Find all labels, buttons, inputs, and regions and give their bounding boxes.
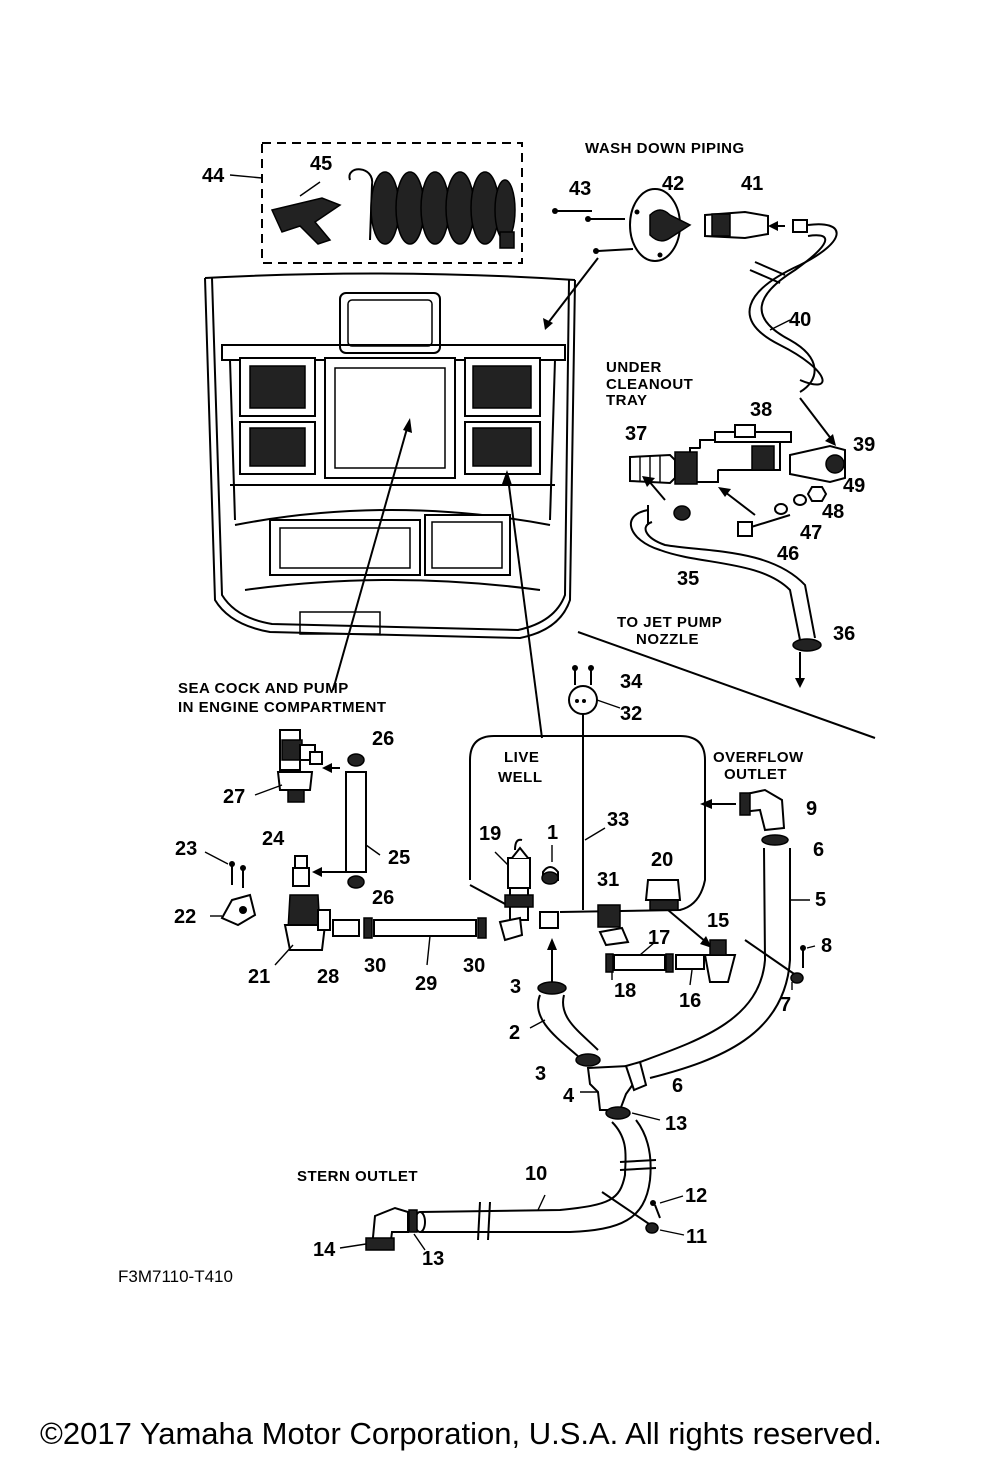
- callout-42: 42: [662, 173, 684, 195]
- under-cleanout-caption-1: UNDER: [606, 359, 662, 376]
- callout-20: 20: [651, 849, 673, 871]
- figure-code: F3M7110-T410: [118, 1267, 233, 1286]
- callout-30: 30: [364, 955, 386, 977]
- callout-24: 24: [262, 828, 285, 850]
- live-well-caption-1: LIVE: [504, 749, 539, 766]
- callout-43: 43: [569, 178, 591, 200]
- callout-15: 15: [707, 910, 729, 932]
- spray-nozzle-icon: [270, 197, 342, 245]
- callout-39: 39: [853, 434, 875, 456]
- sea-cock-caption-1: SEA COCK AND PUMP: [178, 680, 349, 697]
- callout-25: 25: [388, 847, 410, 869]
- callout-13: 13: [422, 1248, 444, 1270]
- jet-pump-caption-1: TO JET PUMP: [617, 614, 722, 631]
- stern-outlet-caption: STERN OUTLET: [297, 1168, 418, 1185]
- overflow-caption-1: OVERFLOW: [713, 749, 804, 766]
- callout-1: 1: [547, 822, 558, 844]
- callout-23: 23: [175, 838, 197, 860]
- callout-16: 16: [679, 990, 701, 1012]
- copyright-notice: ©2017 Yamaha Motor Corporation, U.S.A. A…: [40, 1416, 882, 1451]
- callout-21: 21: [248, 966, 270, 988]
- drain-assembly: [339, 981, 685, 1251]
- callout-46: 46: [777, 543, 799, 565]
- divider-line: [577, 631, 876, 739]
- callout-9: 9: [806, 798, 817, 820]
- callout-45: 45: [310, 153, 332, 175]
- overflow-parts: [639, 788, 816, 1079]
- callout-27: 27: [223, 786, 245, 808]
- callout-29: 29: [415, 973, 437, 995]
- callout-19: 19: [479, 823, 501, 845]
- wash-down-fittings: [552, 188, 808, 262]
- hull-deck-outline: [204, 272, 576, 640]
- callout-2: 2: [509, 1022, 520, 1044]
- callout-48: 48: [822, 501, 844, 523]
- overflow-caption-2: OUTLET: [724, 766, 787, 783]
- callout-28: 28: [317, 966, 339, 988]
- callout-35: 35: [677, 568, 699, 590]
- callout-26: 26: [372, 887, 394, 909]
- callout-12: 12: [685, 1185, 707, 1207]
- wash-down-kit-box: [229, 142, 523, 264]
- callout-49: 49: [843, 475, 865, 497]
- callout-11: 11: [686, 1226, 707, 1248]
- callout-26: 26: [372, 728, 394, 750]
- callout-6: 6: [672, 1075, 683, 1097]
- section-captions: WASH DOWN PIPING UNDER CLEANOUT TRAY TO …: [178, 140, 804, 1185]
- callout-36: 36: [833, 623, 855, 645]
- under-cleanout-caption-2: CLEANOUT: [606, 376, 693, 393]
- live-well-fittings: [494, 838, 737, 986]
- callout-47: 47: [800, 522, 822, 544]
- callout-30: 30: [463, 955, 485, 977]
- callout-14: 14: [313, 1239, 336, 1261]
- part-callouts: 1 2 3 3 4 5 6 6 7 8 9 10 11 12 13 13 14 …: [174, 153, 875, 1270]
- callout-5: 5: [815, 889, 826, 911]
- wash-down-caption: WASH DOWN PIPING: [585, 140, 745, 157]
- coiled-hose-icon: [348, 168, 516, 249]
- jet-pump-caption-2: NOZZLE: [636, 631, 699, 648]
- leader-arrows: [332, 257, 599, 739]
- under-cleanout-caption-3: TRAY: [606, 392, 647, 409]
- callout-34: 34: [620, 671, 643, 693]
- callout-3: 3: [535, 1063, 546, 1085]
- callout-33: 33: [607, 809, 629, 831]
- callout-37: 37: [625, 423, 647, 445]
- callout-41: 41: [741, 173, 763, 195]
- hose-40: [748, 223, 838, 393]
- callout-7: 7: [780, 994, 791, 1016]
- cleanout-tray-parts: [629, 397, 846, 688]
- callout-3: 3: [510, 976, 521, 998]
- callout-22: 22: [174, 906, 196, 928]
- callout-38: 38: [750, 399, 772, 421]
- callout-32: 32: [620, 703, 642, 725]
- callout-44: 44: [202, 165, 225, 187]
- sea-cock-pump-parts: [204, 729, 487, 966]
- sea-cock-caption-2: IN ENGINE COMPARTMENT: [178, 699, 387, 716]
- callout-40: 40: [789, 309, 811, 331]
- callout-4: 4: [563, 1085, 575, 1107]
- callout-31: 31: [597, 869, 619, 891]
- callout-8: 8: [821, 935, 832, 957]
- live-well-caption-2: WELL: [498, 769, 543, 786]
- callout-13: 13: [665, 1113, 687, 1135]
- callout-6: 6: [813, 839, 824, 861]
- callout-17: 17: [648, 927, 670, 949]
- callout-10: 10: [525, 1163, 547, 1185]
- callout-18: 18: [614, 980, 636, 1002]
- live-well-box: [469, 665, 736, 913]
